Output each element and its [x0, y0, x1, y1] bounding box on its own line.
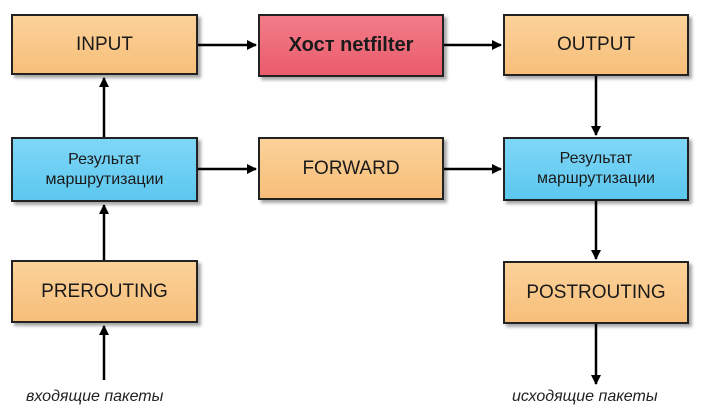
routing-decision-box-right: Результат маршрутизации: [503, 137, 689, 201]
outgoing-packets-caption: исходящие пакеты: [512, 388, 658, 405]
input-chain-box: INPUT: [11, 14, 198, 75]
prerouting-chain-box: PREROUTING: [11, 260, 198, 323]
incoming-packets-caption: входящие пакеты: [26, 388, 164, 405]
netfilter-host-box: Хост netfilter: [258, 14, 444, 77]
output-chain-label: OUTPUT: [556, 34, 636, 55]
input-chain-label: INPUT: [76, 33, 133, 55]
forward-chain-label: FORWARD: [302, 157, 400, 179]
prerouting-chain-label: PREROUTING: [41, 280, 168, 302]
forward-chain-box: FORWARD: [258, 137, 444, 200]
routing-decision-label-line1: Результат: [68, 150, 141, 168]
netfilter-host-label: Хост netfilter: [288, 34, 414, 56]
routing-decision-label-line2: маршрутизации: [537, 170, 655, 187]
routing-decision-label-line2: маршрутизации: [45, 170, 164, 188]
routing-decision-box-left: Результат маршрутизации: [11, 137, 198, 202]
postrouting-chain-label: POSTROUTING: [526, 281, 666, 303]
postrouting-chain-box: POSTROUTING: [503, 261, 689, 324]
routing-decision-label-line1: Результат: [559, 150, 633, 167]
output-chain-box: OUTPUT: [503, 14, 689, 76]
